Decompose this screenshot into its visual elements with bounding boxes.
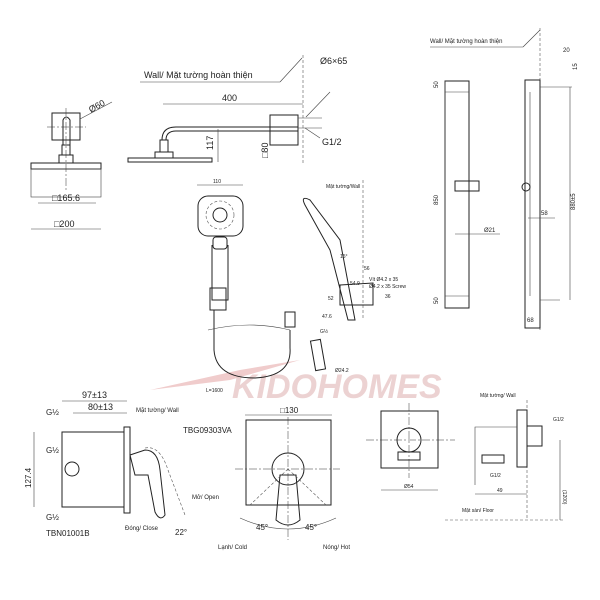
inner-size-label: □165.6 bbox=[52, 193, 80, 203]
thread-in-label: G1/2 bbox=[490, 473, 501, 479]
dim-56-label: 56 bbox=[364, 266, 370, 272]
wall-label-mixer: Mặt tường/ Wall bbox=[136, 408, 179, 414]
left-angle-label: 45° bbox=[256, 523, 268, 532]
top-label: 15 bbox=[573, 63, 579, 70]
depth-label: 58 bbox=[541, 211, 548, 217]
screw-en-label: Ø4.2 x 35 Screw bbox=[369, 284, 406, 290]
flange-diameter-label: Ø60 bbox=[87, 98, 107, 115]
outlet-depth-label: 49 bbox=[497, 488, 503, 494]
base-label: 68 bbox=[527, 318, 534, 324]
wall-label-hand: Mặt tường/Wall bbox=[326, 184, 360, 190]
mixer-front-view: □130 TBG09303VA 45° 45° Lạnh/ Cold Nóng/… bbox=[183, 406, 350, 551]
slide-bar-view: Wall/ Mặt tường hoàn thiện 50 850 50 Ø21… bbox=[430, 28, 579, 330]
offset-label: 20 bbox=[563, 48, 570, 54]
drop-label: 117 bbox=[205, 136, 215, 150]
screw-vi-label: Vít Ø4.2 x 35 bbox=[369, 277, 398, 283]
dim-47-label: 47.6 bbox=[322, 314, 332, 320]
flange-size-label: □80 bbox=[260, 143, 270, 158]
thread-top-label: G½ bbox=[46, 408, 59, 417]
thread-label-hand: G½ bbox=[320, 328, 329, 335]
floor-label: Mặt sàn/ Floor bbox=[462, 508, 494, 514]
hose-length-label: L=1600 bbox=[206, 388, 223, 394]
angle-label-hand: 15° bbox=[340, 254, 348, 260]
total-label: 880±5 bbox=[571, 193, 577, 210]
height-label: 127.4 bbox=[24, 467, 33, 488]
depth-min-label: 80±13 bbox=[88, 402, 113, 412]
wall-label-head: Wall/ Mặt tường hoàn thiện bbox=[144, 70, 253, 80]
plate-size-label: □130 bbox=[280, 406, 299, 415]
end-bottom-label: 50 bbox=[434, 297, 440, 304]
trim-code-label: TBG09303VA bbox=[183, 426, 232, 435]
mixer-side-view: 97±13 80±13 Mặt tường/ Wall G½ G½ G½ 127… bbox=[24, 390, 219, 538]
head-shower-side-view: Wall/ Mặt tường hoàn thiện 400 117 □80 Ø… bbox=[127, 55, 347, 165]
body-code-label: TBN01001B bbox=[46, 529, 90, 538]
pipe-label: Ø6×65 bbox=[320, 56, 347, 66]
hand-shower-view: 110 L=1600 Mặt tường/Wall 15° 54.9 Vít Ø… bbox=[197, 179, 406, 394]
hose-diameter-label: Ø24.2 bbox=[335, 368, 349, 374]
hand-width-label: 110 bbox=[213, 179, 221, 185]
outlet-height-label: (1200) bbox=[561, 490, 567, 505]
thread-out-label: G1/2 bbox=[553, 417, 564, 423]
angle-22-label: 22° bbox=[175, 528, 187, 537]
wall-outlet-view: Ø54 Mặt tường/ Wall G1/2 G1/2 49 (1200) … bbox=[366, 393, 567, 521]
arm-length-label: 400 bbox=[222, 93, 237, 103]
right-angle-label: 45° bbox=[305, 523, 317, 532]
bar-diameter-label: Ø21 bbox=[484, 228, 496, 234]
dim-36-label: 36 bbox=[385, 294, 391, 300]
hot-label: Nóng/ Hot bbox=[323, 545, 350, 551]
close-label: Đóng/ Close bbox=[125, 526, 159, 532]
cold-label: Lạnh/ Cold bbox=[218, 545, 247, 551]
watermark-logo: KIDOHOMES bbox=[150, 360, 442, 406]
thread-mid-label: G½ bbox=[46, 446, 59, 455]
depth-max-label: 97±13 bbox=[82, 390, 107, 400]
head-shower-front-view: Ø60 □165.6 □200 bbox=[30, 98, 113, 230]
open-label: Mở/ Open bbox=[192, 494, 219, 501]
thread-bottom-label: G½ bbox=[46, 513, 59, 522]
outer-size-label: □200 bbox=[54, 219, 74, 229]
end-top-label: 50 bbox=[434, 81, 440, 88]
dim-52-label: 52 bbox=[328, 296, 334, 302]
wall-label-bar: Wall/ Mặt tường hoàn thiện bbox=[430, 39, 502, 45]
wall-label-outlet: Mặt tường/ Wall bbox=[480, 393, 516, 399]
watermark-text: KIDOHOMES bbox=[232, 368, 442, 406]
thread-label-head: G1/2 bbox=[322, 137, 342, 147]
length-label: 850 bbox=[434, 194, 440, 205]
outlet-diameter-label: Ø54 bbox=[404, 484, 414, 490]
